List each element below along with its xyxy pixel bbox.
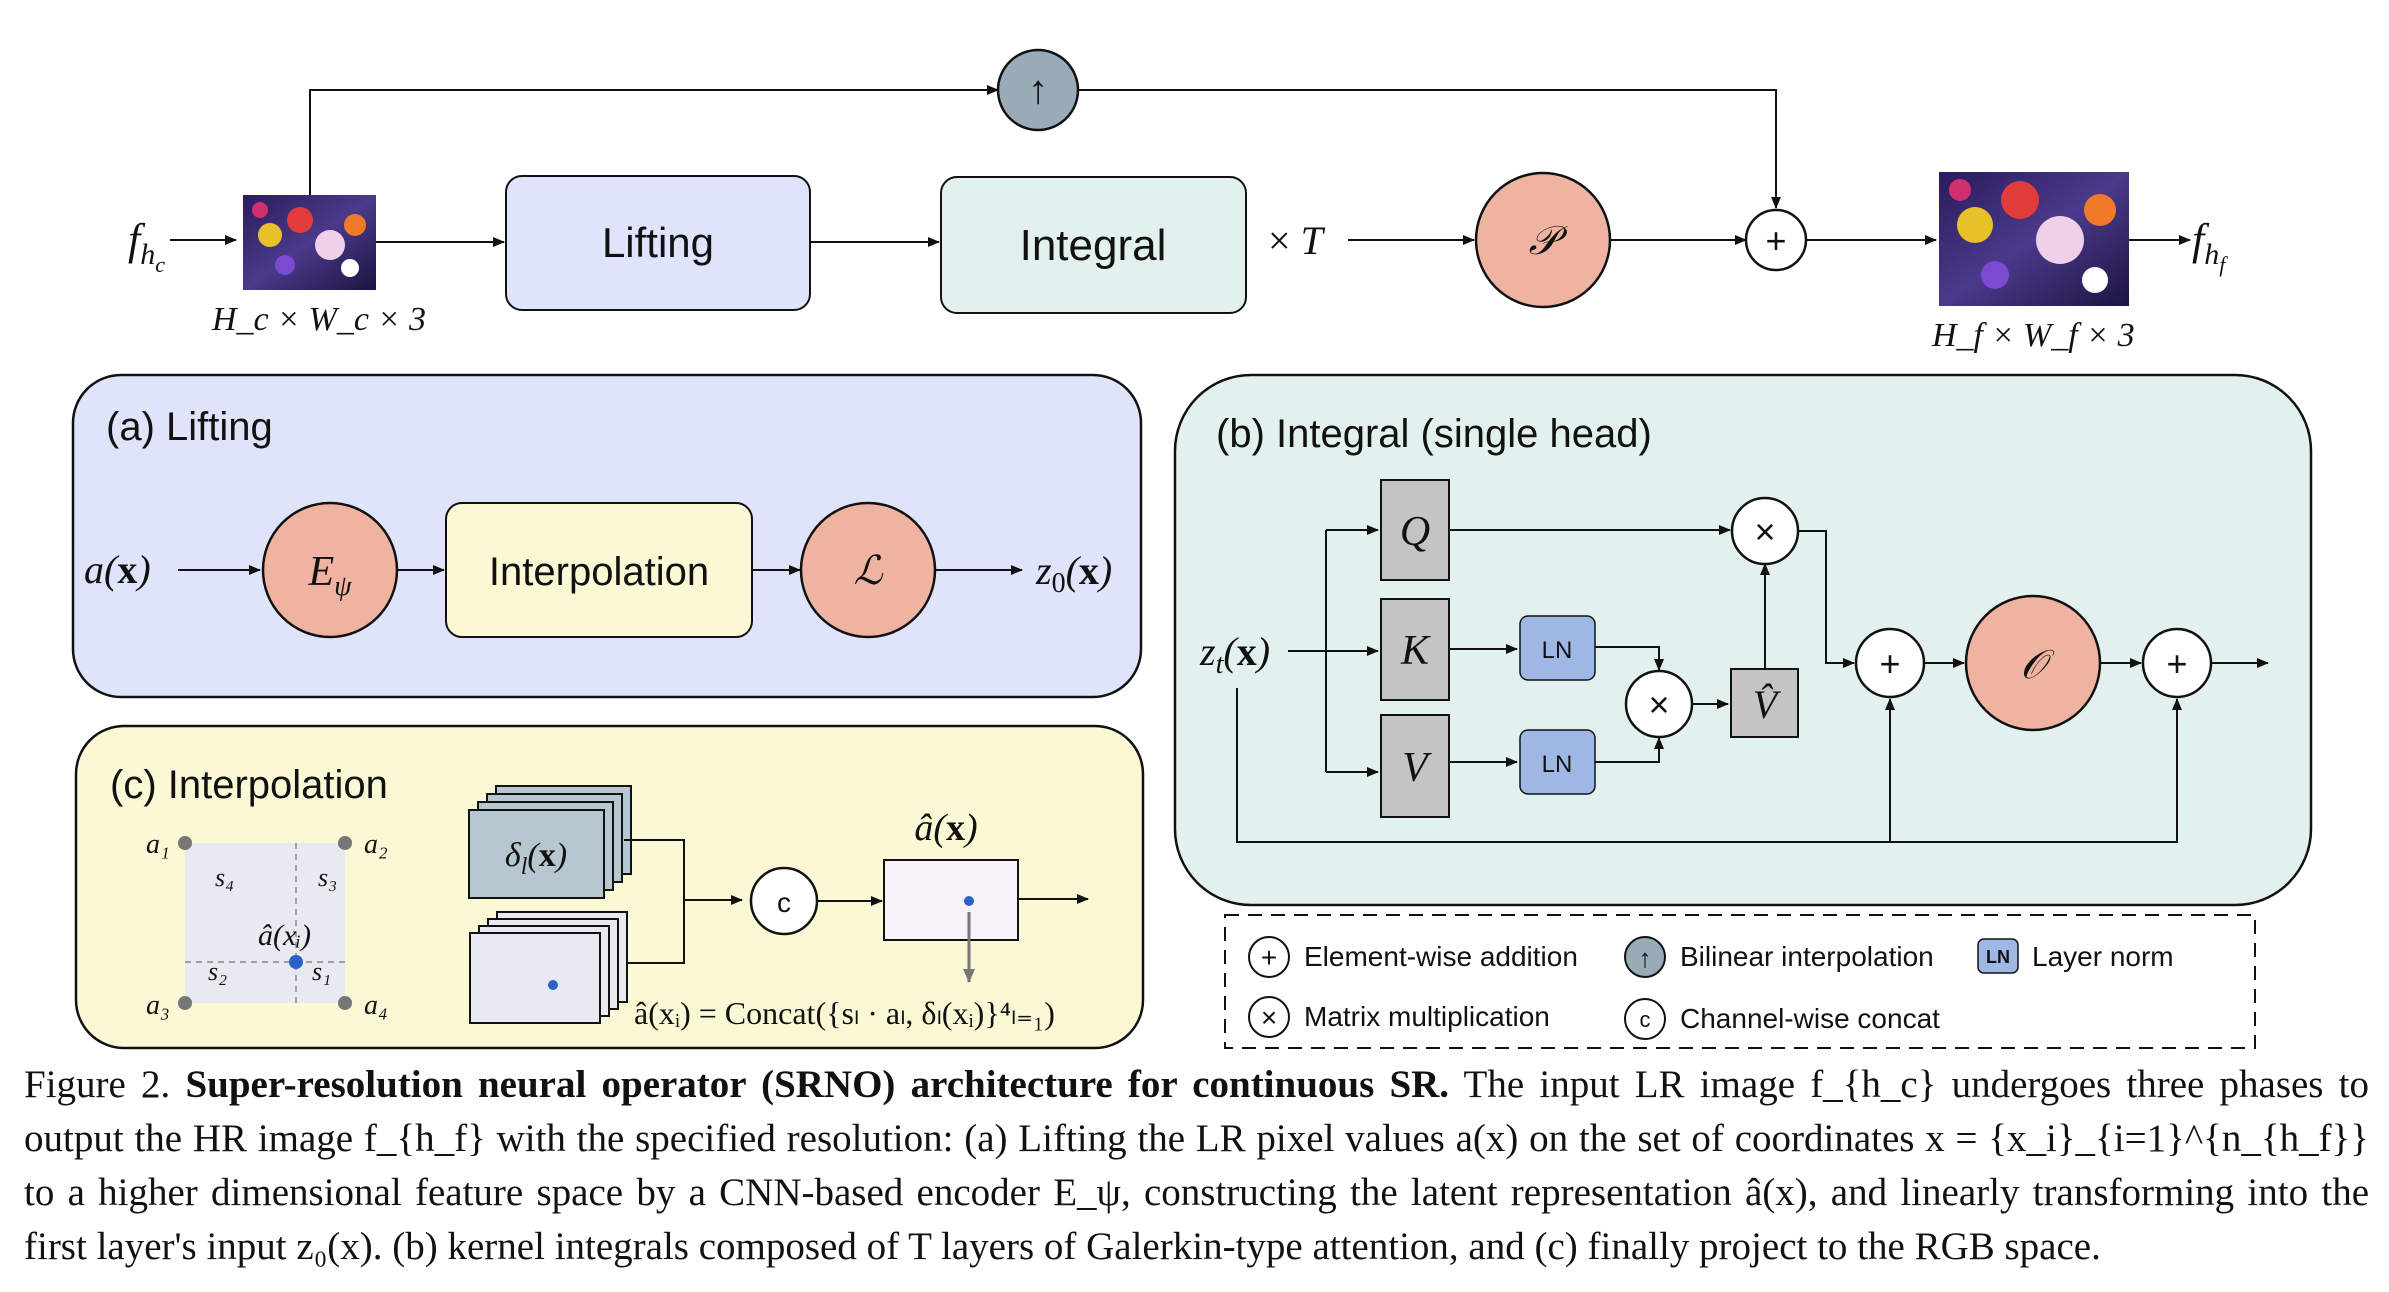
k-label: K bbox=[1400, 628, 1431, 674]
output-dim-label: H_f × W_f × 3 bbox=[1931, 317, 2135, 354]
feature-stack bbox=[469, 911, 628, 1024]
figure-caption: Figure 2. Super-resolution neural operat… bbox=[24, 1058, 2369, 1274]
integral-input-label: zt(x) bbox=[1199, 629, 1270, 680]
concat-symbol: c bbox=[777, 887, 791, 918]
caption-bold: Super-resolution neural operator (SRNO) … bbox=[185, 1063, 1450, 1106]
vhat-block: V̂ bbox=[1730, 668, 1799, 738]
input-dim-label: H_c × W_c × 3 bbox=[211, 301, 426, 338]
legend-concat-label: Channel-wise concat bbox=[1680, 1003, 1940, 1034]
legend-concat: c Channel-wise concat bbox=[1624, 998, 1940, 1040]
output-proj-node: 𝒪 bbox=[1964, 594, 2102, 732]
bilinear-grid: a₁ a₂ a₃ a₄ s₄ s₃ s₂ s₁ â(xᵢ) bbox=[146, 829, 388, 1021]
corner-a3 bbox=[178, 996, 192, 1010]
linear-node: ℒ bbox=[799, 501, 937, 639]
integral-panel: (b) Integral (single head) zt(x) Q K V L… bbox=[1173, 373, 2313, 907]
lifting-label: Lifting bbox=[602, 219, 714, 266]
corner-a4 bbox=[338, 996, 352, 1010]
plus-icon: + bbox=[1879, 643, 1900, 684]
input-lr-image bbox=[243, 195, 376, 290]
integral-block: Integral bbox=[940, 176, 1247, 314]
mul-icon: × bbox=[1261, 1002, 1277, 1033]
corner-a2 bbox=[338, 836, 352, 850]
v-block: V bbox=[1380, 714, 1450, 818]
interpolation-label: Interpolation bbox=[489, 550, 709, 594]
interpolation-block: Interpolation bbox=[445, 502, 753, 638]
ahat-x-grid bbox=[883, 859, 1019, 941]
lifting-output-label: z0(x) bbox=[1035, 548, 1112, 599]
delta-label: δl(x) bbox=[505, 837, 567, 880]
legend-bilinear: ↑ Bilinear interpolation bbox=[1624, 936, 1934, 978]
ln-k-label: LN bbox=[1542, 637, 1573, 664]
a2-label: a₂ bbox=[364, 829, 388, 860]
query-point bbox=[289, 955, 303, 969]
caption-body: The input LR image f_{h_c} undergoes thr… bbox=[24, 1063, 2369, 1268]
output-hr-image bbox=[1939, 172, 2129, 306]
upsample-icon: ↑ bbox=[1028, 68, 1048, 112]
legend: + Element-wise addition × Matrix multipl… bbox=[1224, 914, 2256, 1049]
projection-node: 𝒫 bbox=[1474, 171, 1612, 309]
s1-label: s₁ bbox=[312, 957, 331, 986]
legend-add: + Element-wise addition bbox=[1248, 936, 1578, 978]
q-block: Q bbox=[1380, 479, 1450, 581]
v-label: V bbox=[1402, 745, 1432, 791]
interp-formula: â(xᵢ) = Concat({sₗ · aₗ, δₗ(xᵢ)}⁴ₗ₌₁) bbox=[634, 995, 1055, 1031]
residual-add-2: + bbox=[2141, 627, 2213, 699]
s3-label: s₃ bbox=[318, 863, 337, 892]
ln-v-label: LN bbox=[1542, 751, 1573, 778]
mul-icon: × bbox=[1754, 511, 1775, 552]
corner-a1 bbox=[178, 836, 192, 850]
lifting-block: Lifting bbox=[505, 175, 811, 311]
upsample-icon: ↑ bbox=[1639, 943, 1652, 973]
k-block: K bbox=[1380, 598, 1450, 701]
a4-label: a₄ bbox=[364, 990, 388, 1021]
residual-add-1: + bbox=[1854, 627, 1926, 699]
top-add-node: + bbox=[1744, 208, 1808, 272]
a3-label: a₃ bbox=[146, 990, 170, 1021]
integral-panel-title: (b) Integral (single head) bbox=[1216, 412, 1652, 456]
plus-icon: + bbox=[1261, 942, 1277, 973]
mul-icon: × bbox=[1648, 684, 1669, 725]
caption-prefix: Figure 2. bbox=[24, 1063, 186, 1106]
interp-panel-title: (c) Interpolation bbox=[110, 763, 388, 807]
delta-stack: δl(x) bbox=[468, 785, 632, 899]
interpolation-panel: (c) Interpolation a₁ a₂ a₃ a₄ s₄ s₃ s₂ s… bbox=[74, 724, 1145, 1050]
encoder-node: Eψ bbox=[261, 501, 399, 639]
times-t-label: × T bbox=[1268, 218, 1326, 263]
legend-mul-label: Matrix multiplication bbox=[1304, 1001, 1550, 1032]
legend-ln-label: Layer norm bbox=[2032, 941, 2174, 972]
plus-icon: + bbox=[1765, 220, 1786, 261]
top-pipeline: fhc H_c × W_c × 3 ↑ Lifting bbox=[128, 48, 2228, 354]
plus-icon: + bbox=[2166, 643, 2187, 684]
a1-label: a₁ bbox=[146, 829, 170, 860]
ahat-x-label: â(x) bbox=[914, 807, 977, 849]
concat-icon: c bbox=[1640, 1007, 1651, 1032]
integral-label: Integral bbox=[1020, 221, 1167, 270]
kv-mul-node: × bbox=[1624, 669, 1694, 739]
ahat-xi-label: â(xᵢ) bbox=[258, 919, 311, 952]
ln-v: LN bbox=[1519, 729, 1596, 795]
output-image-label: fhf bbox=[2192, 215, 2228, 277]
ln-icon: LN bbox=[1986, 947, 2010, 967]
architecture-diagram: fhc H_c × W_c × 3 ↑ Lifting bbox=[71, 48, 2313, 1050]
s4-label: s₄ bbox=[215, 863, 234, 892]
q-label: Q bbox=[1400, 509, 1430, 555]
ln-k: LN bbox=[1519, 615, 1596, 681]
legend-bilinear-label: Bilinear interpolation bbox=[1680, 941, 1934, 972]
input-image-label: fhc bbox=[128, 215, 165, 277]
lifting-panel-title: (a) Lifting bbox=[106, 405, 273, 449]
vhat-label: V̂ bbox=[1753, 682, 1782, 727]
lifting-input-label: a(x) bbox=[84, 547, 151, 592]
linear-symbol: ℒ bbox=[854, 548, 884, 593]
lifting-panel: (a) Lifting a(x) Eψ Interpolation ℒ z0(x… bbox=[71, 373, 1143, 699]
s2-label: s₂ bbox=[208, 957, 227, 986]
legend-ln: LN Layer norm bbox=[1977, 938, 2174, 974]
legend-add-label: Element-wise addition bbox=[1304, 941, 1578, 972]
concat-node: c bbox=[749, 866, 819, 936]
bilinear-upsample-node: ↑ bbox=[996, 48, 1080, 132]
legend-mul: × Matrix multiplication bbox=[1248, 996, 1550, 1038]
qv-mul-node: × bbox=[1730, 496, 1800, 566]
